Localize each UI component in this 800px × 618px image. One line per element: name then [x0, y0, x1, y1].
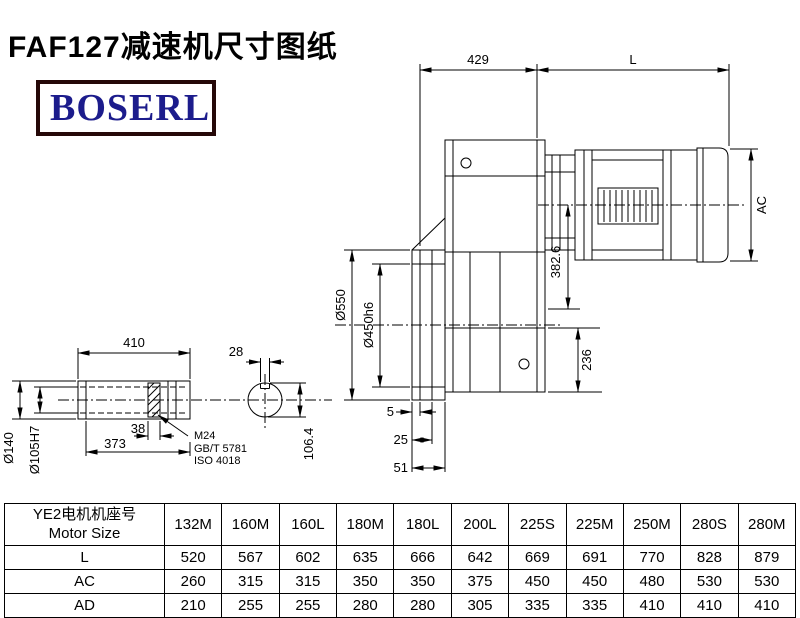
dim-450h6-label: Ø450h6: [361, 302, 376, 348]
dim-51-label: 51: [394, 460, 408, 475]
value-cell: 635: [336, 545, 395, 570]
motor-size-header-cell: YE2电机机座号 Motor Size: [4, 503, 165, 546]
column-header: 200L: [450, 503, 510, 546]
value-cell: 375: [450, 569, 510, 594]
note-m24-label: M24: [194, 430, 215, 442]
value-cell: 260: [163, 569, 223, 594]
boserl-logo-text: BOSERL: [50, 87, 211, 129]
centerlines: [335, 204, 744, 326]
motor-size-header-cn: YE2电机机座号: [32, 505, 137, 523]
column-header: 180M: [336, 503, 395, 546]
value-cell: 450: [508, 569, 567, 594]
dim-140-label: Ø140: [1, 432, 16, 464]
value-cell: 315: [278, 569, 338, 594]
dim-105H7-label: Ø105H7: [27, 426, 42, 474]
dim-373-label: 373: [104, 436, 126, 451]
value-cell: 879: [737, 545, 797, 570]
table-row-L: L 520 567 602 635 666 642 669 691 770 82…: [4, 545, 797, 570]
value-cell: 450: [565, 569, 624, 594]
shaft-centerlines: [58, 374, 332, 428]
value-cell: 828: [680, 545, 739, 570]
shaft-detail-view: [12, 348, 332, 456]
shaft-section-circle: [247, 382, 283, 418]
value-cell: 530: [737, 569, 797, 594]
row-label: AC: [4, 569, 165, 594]
dim-AC-label: AC: [754, 196, 769, 214]
dim-L-label: L: [629, 52, 636, 67]
column-header: 160M: [221, 503, 280, 546]
table-row-AC: AC 260 315 315 350 350 375 450 450 480 5…: [4, 569, 797, 594]
dim-38-label: 38: [131, 421, 145, 436]
column-header: 280S: [680, 503, 739, 546]
dim-550-label: Ø550: [333, 289, 348, 321]
value-cell: 666: [393, 545, 452, 570]
gearbox-main-view: [335, 64, 758, 472]
dim-429-label: 429: [467, 52, 489, 67]
dim-410-label: 410: [123, 335, 145, 350]
value-cell: 520: [163, 545, 223, 570]
main-dimension-labels: 429 L AC 382.6 236 Ø550 Ø450h6 5 25 51: [333, 52, 769, 475]
dim-106-label: 106.4: [301, 428, 316, 461]
value-cell: 669: [508, 545, 567, 570]
value-cell: 350: [336, 569, 395, 594]
page-title: FAF127减速机尺寸图纸: [8, 31, 338, 64]
column-header: 280M: [737, 503, 797, 546]
dim-25-label: 25: [394, 432, 408, 447]
column-header: 250M: [622, 503, 682, 546]
dim-236-label: 236: [579, 349, 594, 371]
column-header: 180L: [393, 503, 452, 546]
note-iso4018-label: ISO 4018: [194, 455, 240, 467]
shaft-dimension-lines: [12, 348, 306, 456]
fan-cover-outline: [696, 147, 729, 263]
dim-5-label: 5: [387, 404, 394, 419]
shaft-dimension-labels: 410 28 38 373 Ø140 Ø105H7 106.4 M24 GB/T…: [1, 335, 316, 474]
boserl-logo: BOSERL: [36, 80, 216, 136]
column-header: 160L: [278, 503, 338, 546]
motor-size-table: YE2电机机座号 Motor Size 132M 160M 160L 180M …: [4, 503, 797, 618]
dimension-drawing: 429 L AC 382.6 236 Ø550 Ø450h6 5 25 51: [1, 52, 769, 475]
value-cell: 602: [278, 545, 338, 570]
value-cell: 567: [221, 545, 280, 570]
value-cell: 350: [393, 569, 452, 594]
dim-382-label: 382.6: [548, 246, 563, 279]
row-label: L: [4, 545, 165, 570]
motor-adapter-outline: [544, 154, 576, 251]
column-header: 132M: [163, 503, 223, 546]
column-header: 225M: [565, 503, 624, 546]
value-cell: 530: [680, 569, 739, 594]
value-cell: 770: [622, 545, 682, 570]
value-cell: 315: [221, 569, 280, 594]
value-cell: 642: [450, 545, 510, 570]
table-header-row: YE2电机机座号 Motor Size 132M 160M 160L 180M …: [4, 503, 797, 546]
value-cell: 691: [565, 545, 624, 570]
note-gb5781-label: GB/T 5781: [194, 443, 247, 455]
column-header: 225S: [508, 503, 567, 546]
main-dimension-lines: [344, 64, 758, 472]
dim-28-label: 28: [229, 344, 243, 359]
motor-size-header-en: Motor Size: [48, 524, 121, 542]
gearbox-housing-outline: [411, 139, 546, 393]
value-cell: 480: [622, 569, 682, 594]
